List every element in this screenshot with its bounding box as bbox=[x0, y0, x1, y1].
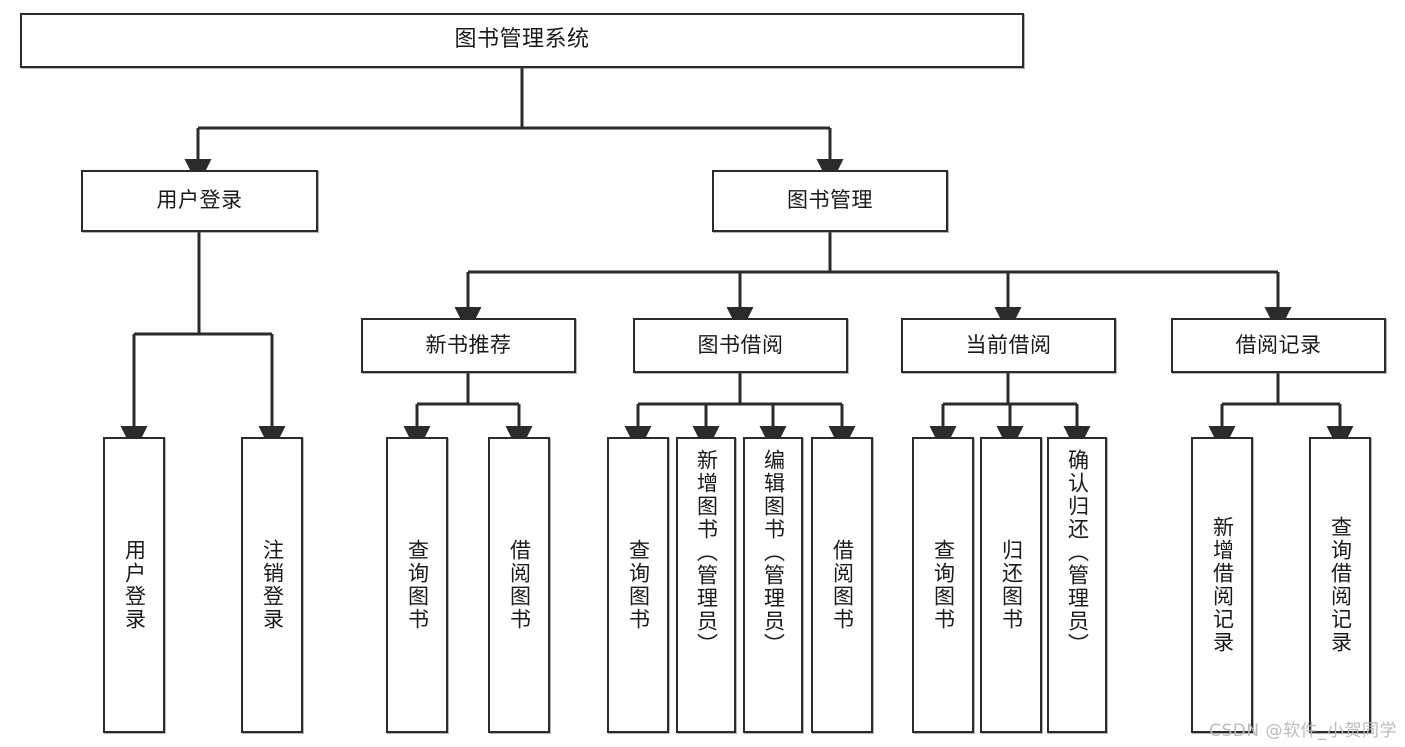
leaf-user-login-logout-label: 注销登录 bbox=[260, 539, 285, 631]
leaf-book-borrow-add-book[interactable]: 新增图书（管理员） bbox=[676, 437, 736, 733]
leaf-current-borrow-confirm-return[interactable]: 确认归还（管理员） bbox=[1047, 437, 1107, 733]
leaf-book-borrow-borrow-book-label: 借阅图书 bbox=[830, 539, 855, 631]
node-new-book-recommend-label: 新书推荐 bbox=[425, 332, 512, 357]
node-book-management[interactable]: 图书管理 bbox=[712, 170, 948, 232]
leaf-borrow-record-add-record[interactable]: 新增借阅记录 bbox=[1191, 437, 1253, 733]
leaf-book-borrow-add-book-label: 新增图书（管理员） bbox=[694, 449, 719, 656]
node-book-borrow-label: 图书借阅 bbox=[697, 332, 784, 357]
node-current-borrow[interactable]: 当前借阅 bbox=[901, 318, 1116, 373]
leaf-current-borrow-return-book[interactable]: 归还图书 bbox=[980, 437, 1042, 733]
csdn-watermark: CSDN @软件_小贺同学 bbox=[1209, 721, 1397, 741]
node-borrow-record[interactable]: 借阅记录 bbox=[1171, 318, 1386, 373]
node-user-login[interactable]: 用户登录 bbox=[81, 170, 318, 232]
node-user-login-label: 用户登录 bbox=[156, 188, 243, 213]
node-current-borrow-label: 当前借阅 bbox=[965, 332, 1052, 357]
leaf-book-borrow-borrow-book[interactable]: 借阅图书 bbox=[811, 437, 873, 733]
leaf-user-login-logout[interactable]: 注销登录 bbox=[241, 437, 303, 733]
leaf-current-borrow-query-book-label: 查询图书 bbox=[931, 539, 956, 631]
leaf-user-login-login[interactable]: 用户登录 bbox=[103, 437, 165, 733]
node-book-borrow[interactable]: 图书借阅 bbox=[633, 318, 848, 373]
leaf-book-borrow-query-book-label: 查询图书 bbox=[626, 539, 651, 631]
node-new-book-recommend[interactable]: 新书推荐 bbox=[361, 318, 576, 373]
leaf-book-borrow-edit-book-label: 编辑图书（管理员） bbox=[761, 449, 786, 656]
leaf-borrow-record-query-record-label: 查询借阅记录 bbox=[1328, 516, 1353, 654]
leaf-current-borrow-query-book[interactable]: 查询图书 bbox=[912, 437, 974, 733]
leaf-user-login-login-label: 用户登录 bbox=[122, 539, 147, 631]
node-root-system[interactable]: 图书管理系统 bbox=[20, 13, 1024, 68]
leaf-current-borrow-return-book-label: 归还图书 bbox=[999, 539, 1024, 631]
leaf-borrow-record-query-record[interactable]: 查询借阅记录 bbox=[1309, 437, 1371, 733]
node-borrow-record-label: 借阅记录 bbox=[1235, 332, 1322, 357]
leaf-book-borrow-edit-book[interactable]: 编辑图书（管理员） bbox=[743, 437, 803, 733]
leaf-new-book-query-book[interactable]: 查询图书 bbox=[386, 437, 448, 733]
leaf-new-book-borrow-book[interactable]: 借阅图书 bbox=[488, 437, 550, 733]
leaf-new-book-query-book-label: 查询图书 bbox=[405, 539, 430, 631]
leaf-borrow-record-add-record-label: 新增借阅记录 bbox=[1210, 516, 1235, 654]
node-book-management-label: 图书管理 bbox=[787, 188, 873, 213]
leaf-new-book-borrow-book-label: 借阅图书 bbox=[507, 539, 532, 631]
leaf-current-borrow-confirm-return-label: 确认归还（管理员） bbox=[1065, 449, 1090, 656]
leaf-book-borrow-query-book[interactable]: 查询图书 bbox=[607, 437, 669, 733]
node-root-label: 图书管理系统 bbox=[454, 27, 590, 53]
